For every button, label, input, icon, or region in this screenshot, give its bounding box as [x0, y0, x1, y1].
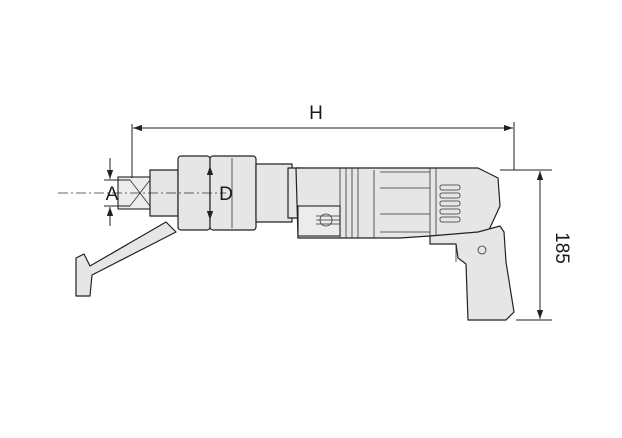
dimension-a-label: A: [106, 184, 119, 205]
vent-grille-icon: [439, 184, 461, 223]
square-drive: [129, 179, 151, 207]
dimension-height: [500, 169, 552, 321]
direction-switch-icon: [297, 205, 341, 237]
dimension-h-label: H: [309, 103, 323, 124]
motor-body: [295, 167, 501, 239]
dimension-d-label: D: [219, 184, 233, 205]
gearbox-housing: [117, 155, 303, 231]
dimension-a: [104, 158, 130, 226]
pistol-grip-handle: [429, 225, 515, 321]
dimension-height-label: 185: [551, 232, 572, 264]
reaction-arm: [75, 221, 177, 297]
dimension-h: [131, 122, 515, 178]
